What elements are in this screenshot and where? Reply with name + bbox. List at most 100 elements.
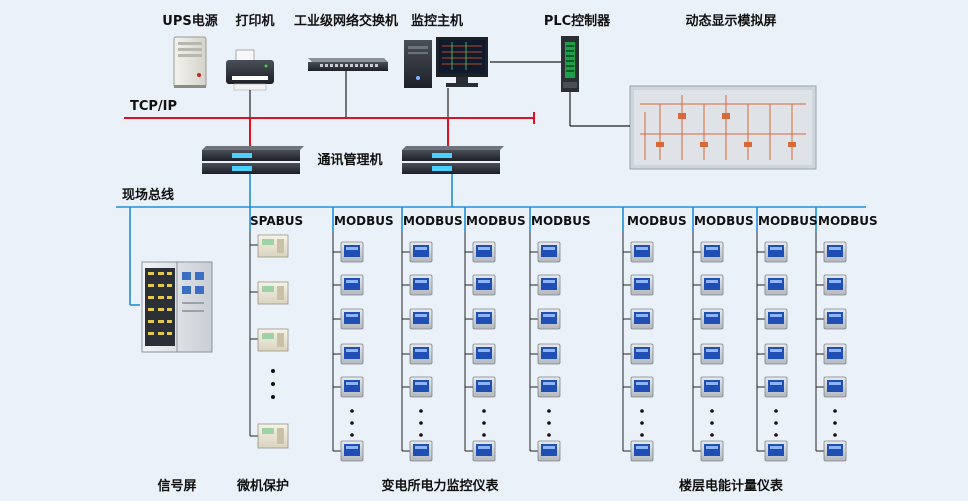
power-meter-icon xyxy=(402,274,433,296)
protection-relay-icon xyxy=(250,234,289,258)
power-meter-icon xyxy=(465,376,496,398)
bus-label-modbus-5: MODBUS xyxy=(627,214,687,228)
power-meter-icon xyxy=(465,343,496,365)
meter-column xyxy=(815,232,847,462)
meter-column xyxy=(332,232,364,462)
power-meter-icon xyxy=(757,440,788,462)
meter-column xyxy=(692,232,724,462)
power-meter-icon xyxy=(333,274,364,296)
power-meter-icon xyxy=(757,376,788,398)
network-switch-icon xyxy=(308,58,388,71)
power-meter-icon xyxy=(693,376,724,398)
ups-label: UPS电源 xyxy=(162,13,217,29)
meter-columns xyxy=(332,232,847,462)
ellipsis-dots xyxy=(710,409,714,437)
power-meter-icon xyxy=(757,308,788,330)
tcpip-label: TCP/IP xyxy=(130,99,177,114)
bus-label-modbus-3: MODBUS xyxy=(466,214,526,228)
ellipsis-dots xyxy=(774,409,778,437)
power-meter-icon xyxy=(757,274,788,296)
power-meter-icon xyxy=(530,440,561,462)
protection-relay-icon xyxy=(250,328,289,352)
power-meter-icon xyxy=(333,241,364,263)
ellipsis-dots xyxy=(271,369,275,399)
power-meter-icon xyxy=(623,308,654,330)
power-meter-icon xyxy=(816,308,847,330)
power-meter-icon xyxy=(333,308,364,330)
plc-label: PLC控制器 xyxy=(544,13,611,29)
signal-panel-label: 信号屏 xyxy=(157,478,196,494)
power-meter-icon xyxy=(530,376,561,398)
power-meter-icon xyxy=(333,376,364,398)
printer-icon xyxy=(226,49,274,91)
bus-label-spabus: SPABUS xyxy=(250,214,303,228)
power-meter-icon xyxy=(402,376,433,398)
protection-relay-column xyxy=(249,232,289,449)
power-meter-icon xyxy=(623,376,654,398)
power-meter-icon xyxy=(623,343,654,365)
power-meter-icon xyxy=(693,241,724,263)
power-meter-icon xyxy=(757,241,788,263)
meter-column xyxy=(529,232,561,462)
plc-controller-icon xyxy=(561,36,579,92)
mimic-screen-icon xyxy=(629,85,817,170)
power-meter-icon xyxy=(530,343,561,365)
power-meter-icon xyxy=(465,241,496,263)
bus-label-modbus-4: MODBUS xyxy=(531,214,591,228)
ellipsis-dots xyxy=(350,409,354,437)
substation-meters-label: 变电所电力监控仪表 xyxy=(381,478,499,494)
ellipsis-dots xyxy=(833,409,837,437)
meter-column xyxy=(464,232,496,462)
protection-relay-icon xyxy=(250,281,289,305)
monitoring-host-icon xyxy=(404,37,488,88)
comm-manager-right-icon xyxy=(402,146,504,174)
power-meter-icon xyxy=(693,308,724,330)
device-connectors xyxy=(249,61,630,127)
bus-label-modbus-2: MODBUS xyxy=(403,214,463,228)
power-meter-icon xyxy=(530,308,561,330)
power-meter-icon xyxy=(402,343,433,365)
comm-manager-left-icon xyxy=(202,146,304,174)
ellipsis-dots xyxy=(547,409,551,437)
power-meter-icon xyxy=(693,343,724,365)
power-meter-icon xyxy=(757,343,788,365)
power-meter-icon xyxy=(402,241,433,263)
power-meter-icon xyxy=(623,241,654,263)
power-meter-icon xyxy=(465,308,496,330)
bus-label-modbus-8: MODBUS xyxy=(818,214,878,228)
power-meter-icon xyxy=(816,440,847,462)
power-meter-icon xyxy=(333,343,364,365)
signal-panel-cabinet-icon xyxy=(141,261,213,353)
power-meter-icon xyxy=(693,440,724,462)
field-bus-label: 现场总线 xyxy=(122,187,174,203)
power-meter-icon xyxy=(333,440,364,462)
floor-meters-label: 楼层电能计量仪表 xyxy=(679,478,784,494)
power-meter-icon xyxy=(623,274,654,296)
host-label: 监控主机 xyxy=(411,13,463,29)
protection-relay-icon xyxy=(250,423,289,449)
ups-icon xyxy=(173,36,207,88)
bus-label-modbus-6: MODBUS xyxy=(694,214,754,228)
power-meter-icon xyxy=(693,274,724,296)
power-meter-icon xyxy=(402,308,433,330)
tcpip-network-line xyxy=(124,112,535,148)
micro-protection-label: 微机保护 xyxy=(236,478,289,494)
ellipsis-dots xyxy=(640,409,644,437)
meter-column xyxy=(622,232,654,462)
power-meter-icon xyxy=(402,440,433,462)
ellipsis-dots xyxy=(419,409,423,437)
power-meter-icon xyxy=(530,241,561,263)
power-meter-icon xyxy=(623,440,654,462)
comm-manager-label: 通讯管理机 xyxy=(317,152,382,168)
bus-label-modbus-7: MODBUS xyxy=(758,214,818,228)
power-meter-icon xyxy=(530,274,561,296)
power-meter-icon xyxy=(816,274,847,296)
power-meter-icon xyxy=(816,376,847,398)
switch-label: 工业级网络交换机 xyxy=(294,13,398,29)
power-meter-icon xyxy=(465,274,496,296)
meter-column xyxy=(756,232,788,462)
field-bus-line xyxy=(116,174,866,306)
ellipsis-dots xyxy=(482,409,486,437)
